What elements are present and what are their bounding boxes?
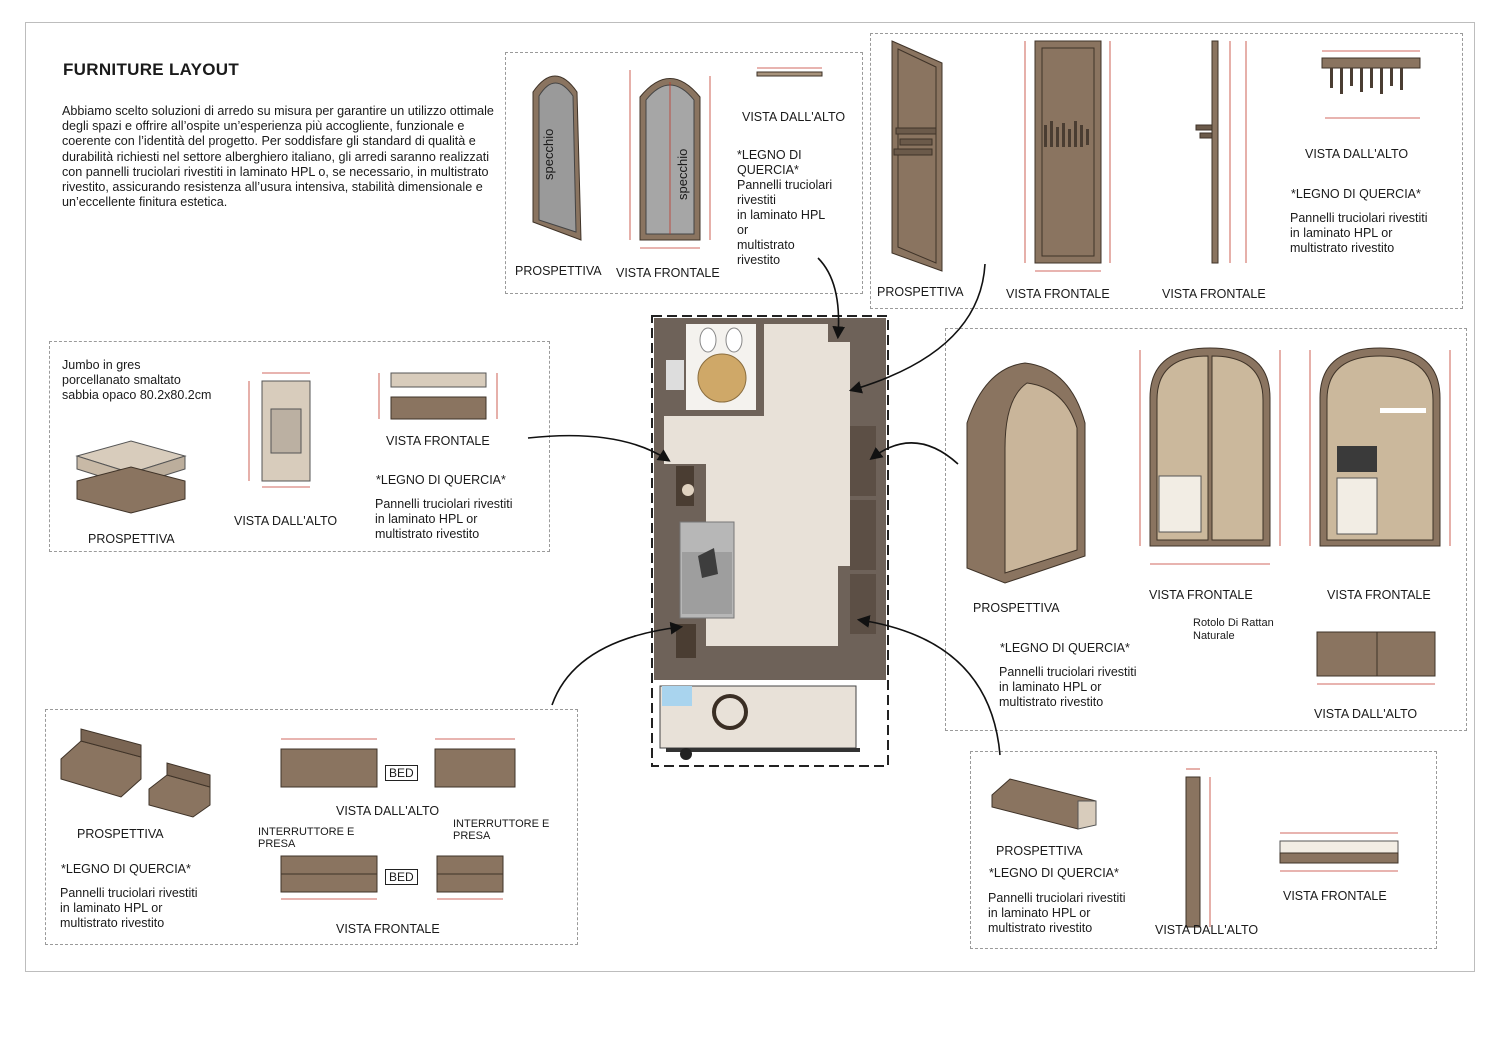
nightstand-vista-alto: VISTA DALL'ALTO xyxy=(336,804,440,818)
nightstand-vista-frontale: VISTA FRONTALE xyxy=(336,922,440,936)
sink-legno: *LEGNO DI QUERCIA* xyxy=(376,473,506,487)
sink-desc: Jumbo in gres porcellanato smaltato sabb… xyxy=(62,358,212,402)
cabinet-vista-frontale-1: VISTA FRONTALE xyxy=(1149,588,1253,602)
wardrobe-note: Pannelli truciolari rivestiti in laminat… xyxy=(1290,211,1428,255)
cabinet-prospettiva: PROSPETTIVA xyxy=(973,601,1060,615)
shelf-vista-frontale: VISTA FRONTALE xyxy=(1283,889,1387,903)
sink-note: Pannelli truciolari rivestiti in laminat… xyxy=(375,497,513,541)
page-title: FURNITURE LAYOUT xyxy=(63,60,240,79)
shelf-legno: *LEGNO DI QUERCIA* xyxy=(989,866,1119,880)
cabinet-legno: *LEGNO DI QUERCIA* xyxy=(1000,641,1130,655)
nightstand-prospettiva: PROSPETTIVA xyxy=(77,827,164,841)
shelf-prospettiva: PROSPETTIVA xyxy=(996,844,1083,858)
shelf-panel xyxy=(970,751,1437,949)
intro-text: Abbiamo scelto soluzioni di arredo su mi… xyxy=(62,104,494,210)
wardrobe-prospettiva: PROSPETTIVA xyxy=(877,285,964,299)
mirror-drawing xyxy=(532,67,823,249)
mirror-vista-alto: VISTA DALL'ALTO xyxy=(742,110,846,124)
mirror-note: *LEGNO DI QUERCIA* Pannelli truciolari r… xyxy=(737,148,833,267)
wardrobe-legno: *LEGNO DI QUERCIA* xyxy=(1291,187,1421,201)
shelf-note: Pannelli truciolari rivestiti in laminat… xyxy=(988,891,1126,935)
sink-vista-alto: VISTA DALL'ALTO xyxy=(234,514,338,528)
cabinet-note: Pannelli truciolari rivestiti in laminat… xyxy=(999,665,1137,709)
sink-drawing xyxy=(75,372,498,514)
nightstand-drawing xyxy=(60,728,516,900)
cabinet-panel xyxy=(945,328,1467,731)
shelf-vista-alto: VISTA DALL'ALTO xyxy=(1155,923,1259,937)
mirror-panel xyxy=(505,52,863,294)
sink-prospettiva: PROSPETTIVA xyxy=(88,532,175,546)
mirror-prospettiva: PROSPETTIVA xyxy=(515,264,602,278)
mirror-vista-frontale: VISTA FRONTALE xyxy=(616,266,720,280)
bed-tag-top: BED xyxy=(385,765,418,781)
floor-plan xyxy=(651,315,889,767)
wardrobe-vista-frontale-1: VISTA FRONTALE xyxy=(1006,287,1110,301)
wardrobe-drawing xyxy=(891,40,1421,272)
cabinet-vista-alto: VISTA DALL'ALTO xyxy=(1314,707,1418,721)
nightstand-legno: *LEGNO DI QUERCIA* xyxy=(61,862,191,876)
bed-tag-bottom: BED xyxy=(385,869,418,885)
wardrobe-panel xyxy=(870,33,1463,309)
sheet-frame xyxy=(25,22,1475,972)
nightstand-panel xyxy=(45,709,578,945)
switch-label-right: INTERRUTTORE E PRESA xyxy=(453,818,550,842)
wardrobe-vista-frontale-2: VISTA FRONTALE xyxy=(1162,287,1266,301)
mirror-word-persp: specchio xyxy=(541,128,556,180)
wardrobe-vista-alto: VISTA DALL'ALTO xyxy=(1305,147,1409,161)
nightstand-note: Pannelli truciolari rivestiti in laminat… xyxy=(60,886,198,930)
shelf-drawing xyxy=(991,768,1399,928)
switch-label-left: INTERRUTTORE E PRESA xyxy=(258,826,355,850)
cabinet-vista-frontale-2: VISTA FRONTALE xyxy=(1327,588,1431,602)
mirror-word-front: specchio xyxy=(675,148,690,200)
cabinet-drawing xyxy=(966,347,1451,685)
cabinet-rattan: Rotolo Di Rattan Naturale xyxy=(1193,617,1274,642)
sink-vista-frontale: VISTA FRONTALE xyxy=(386,434,490,448)
